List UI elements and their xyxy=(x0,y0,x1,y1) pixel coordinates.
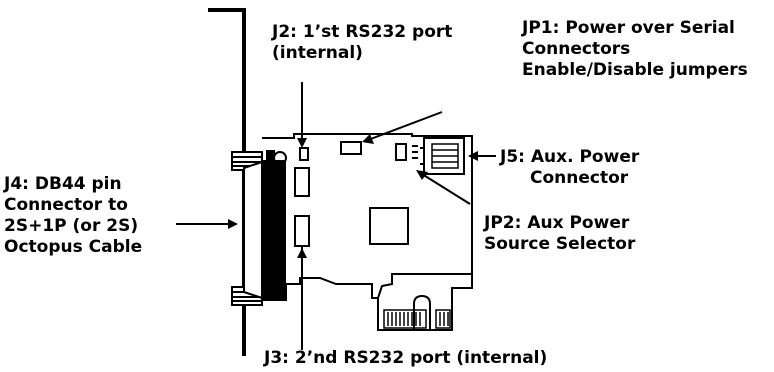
jp1-label-line: Connectors xyxy=(522,39,631,59)
j2-label-line: J2: 1’st RS232 port xyxy=(272,22,453,42)
jp2-label-line: JP2: Aux Power xyxy=(484,213,630,233)
jp2-arrowhead xyxy=(416,170,428,180)
j3-label-line: J3: 2’nd RS232 port (internal) xyxy=(264,348,548,368)
jp1-label-line: Enable/Disable jumpers xyxy=(522,60,748,80)
j3-arrowhead xyxy=(297,248,307,258)
j5-power-connector xyxy=(420,137,465,175)
jp2-pointer-line xyxy=(421,173,471,205)
jp1-arrowhead xyxy=(362,134,374,144)
jp1-label: JP1: Power over Serial Connectors Enable… xyxy=(522,18,748,81)
pcie-edge-connector xyxy=(377,274,473,331)
j4-label-line: 2S+1P (or 2S) xyxy=(4,216,139,236)
jp2-pins xyxy=(412,145,418,159)
pcb-component xyxy=(299,147,309,161)
j4-label-line: Connector to xyxy=(4,195,128,215)
small-component xyxy=(266,150,275,164)
j4-label-line: Octopus Cable xyxy=(4,237,143,257)
jp1-jumper xyxy=(340,141,362,155)
j5-label-line: Connector xyxy=(530,168,629,188)
jp2-label: JP2: Aux Power Source Selector xyxy=(484,213,635,255)
jp1-pointer-line xyxy=(367,111,443,141)
j2-arrowhead xyxy=(297,138,307,148)
j5-label-line: J5: Aux. Power xyxy=(500,147,640,167)
j2-label-line: (internal) xyxy=(272,43,363,63)
main-chip xyxy=(369,207,409,245)
j4-label-line: J4: DB44 pin xyxy=(4,174,122,194)
j4-arrowhead xyxy=(228,219,238,229)
j5-label: J5: Aux. Power Connector xyxy=(500,147,639,189)
j3-header xyxy=(294,215,310,247)
pcb-board xyxy=(262,133,473,301)
db44-connector xyxy=(243,160,263,300)
j2-label: J2: 1’st RS232 port (internal) xyxy=(272,22,452,64)
jp2-jumper xyxy=(395,143,407,161)
j2-header xyxy=(294,167,310,197)
jp2-label-line: Source Selector xyxy=(484,234,636,254)
j4-label: J4: DB44 pin Connector to 2S+1P (or 2S) … xyxy=(4,174,142,258)
jp1-label-line: JP1: Power over Serial xyxy=(522,18,735,38)
j3-label: J3: 2’nd RS232 port (internal) xyxy=(264,348,547,369)
j5-arrowhead xyxy=(468,151,478,161)
db44-connector-shell xyxy=(262,160,286,300)
